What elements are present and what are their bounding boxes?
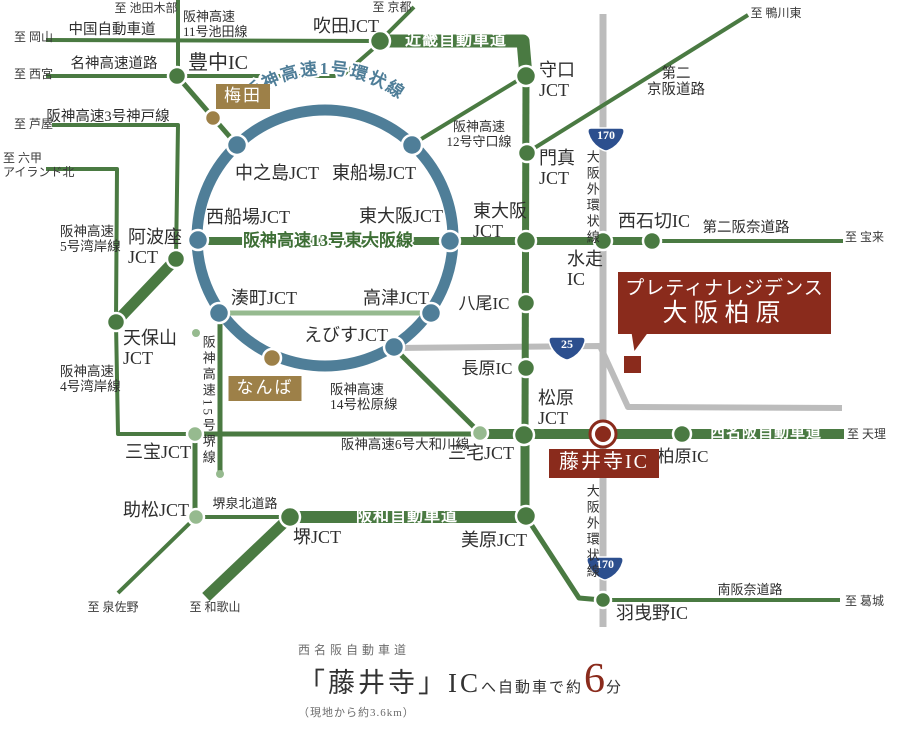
route-badge-170-north: 170 — [587, 127, 625, 152]
route-badge-170-south-number: 170 — [596, 557, 614, 571]
property-callout-line2: 大阪柏原 — [662, 299, 787, 327]
node-moriguchi-jct — [514, 64, 538, 88]
caption-unit: 分 — [606, 680, 623, 696]
caption-main: 「藤井寺」IC へ自動車で約 6 分 — [298, 656, 623, 702]
node-fujidera-ic-core — [595, 426, 611, 442]
node-nishisenba-jct — [186, 228, 210, 252]
node-awaza-jct — [165, 248, 187, 270]
node-yao-ic — [515, 292, 537, 314]
caption-minutes: 6 — [584, 656, 606, 702]
road-tenpozan-awaza — [112, 255, 180, 326]
road-sakai-wakayama — [202, 514, 293, 601]
node-kozu-jct — [419, 301, 443, 325]
route-badge-25: 25 — [548, 336, 586, 361]
road-hanshin14-matsubara — [392, 346, 481, 434]
node-miyake-jct — [470, 423, 490, 443]
caption-road-name: 西名阪自動車道 — [298, 643, 411, 657]
property-callout-line1: プレティナレジデンス — [625, 277, 824, 299]
node-ring-east — [438, 229, 462, 253]
route-badge-170-south-shield — [586, 556, 624, 581]
road-meishin-expwy — [46, 40, 383, 78]
node-matsubara-jct — [512, 423, 536, 447]
node-suita-jct — [368, 29, 392, 53]
road-hanshin3-kobe — [52, 123, 180, 258]
node-higashisenba-jct — [400, 133, 424, 157]
road-to-izumisano — [116, 516, 197, 595]
node-namba — [261, 347, 283, 369]
node-nishiishikiri-ic — [641, 230, 663, 252]
node-sukematsu-jct — [186, 507, 206, 527]
property-marker — [624, 356, 641, 373]
node-sakai15-end — [216, 470, 224, 478]
node-habikino-ic — [593, 590, 613, 610]
road-hanshin5-wangan — [46, 167, 119, 322]
route-badge-25-shield — [548, 336, 586, 361]
road-umeda-link — [176, 75, 238, 146]
node-mihara-jct — [514, 504, 538, 528]
node-kashiwara-ic — [671, 423, 693, 445]
road-daini-keihan — [526, 13, 750, 154]
caption-mid-text: へ自動車で約 — [481, 680, 584, 696]
ring-road-label: 阪神高速1号環状線 — [241, 58, 409, 103]
node-minatomachi-jct — [207, 301, 231, 325]
road-kinki-band — [381, 34, 533, 77]
road-kinki-vertical — [521, 75, 530, 435]
road-route25 — [393, 343, 843, 411]
node-nakanoshima-jct — [225, 133, 249, 157]
route-badge-170-south: 170 — [586, 556, 624, 581]
road-hanshin12-moriguchi — [411, 74, 527, 146]
node-sanpo-jct — [185, 424, 205, 444]
route-badge-170-north-number: 170 — [597, 128, 615, 142]
property-callout: プレティナレジデンス 大阪柏原 — [618, 272, 831, 351]
route-badge-25-number: 25 — [561, 337, 573, 351]
node-tenpozan-jct — [105, 311, 127, 333]
node-sakai-jct — [278, 505, 302, 529]
node-toyonaka-ic — [166, 65, 188, 87]
access-caption: 西名阪自動車道 「藤井寺」IC へ自動車で約 6 分 （現地から約3.6km） — [298, 641, 622, 720]
node-kadoma-jct — [516, 142, 538, 164]
node-ebisu-jct — [382, 335, 406, 359]
road-chugoku-expwy — [45, 38, 379, 43]
node-nagahara-ic — [515, 357, 537, 379]
node-sakai15-spur — [192, 329, 200, 337]
node-mizuhai-ic — [592, 230, 614, 252]
road-hanshin4-wangan — [114, 322, 194, 436]
node-umeda — [203, 108, 223, 128]
route-badge-170-north-shield — [587, 127, 625, 152]
caption-distance-note: （現地から約3.6km） — [298, 707, 415, 719]
node-higashiosaka-jct — [514, 229, 538, 253]
caption-ic-name: 「藤井寺」IC — [298, 668, 481, 698]
